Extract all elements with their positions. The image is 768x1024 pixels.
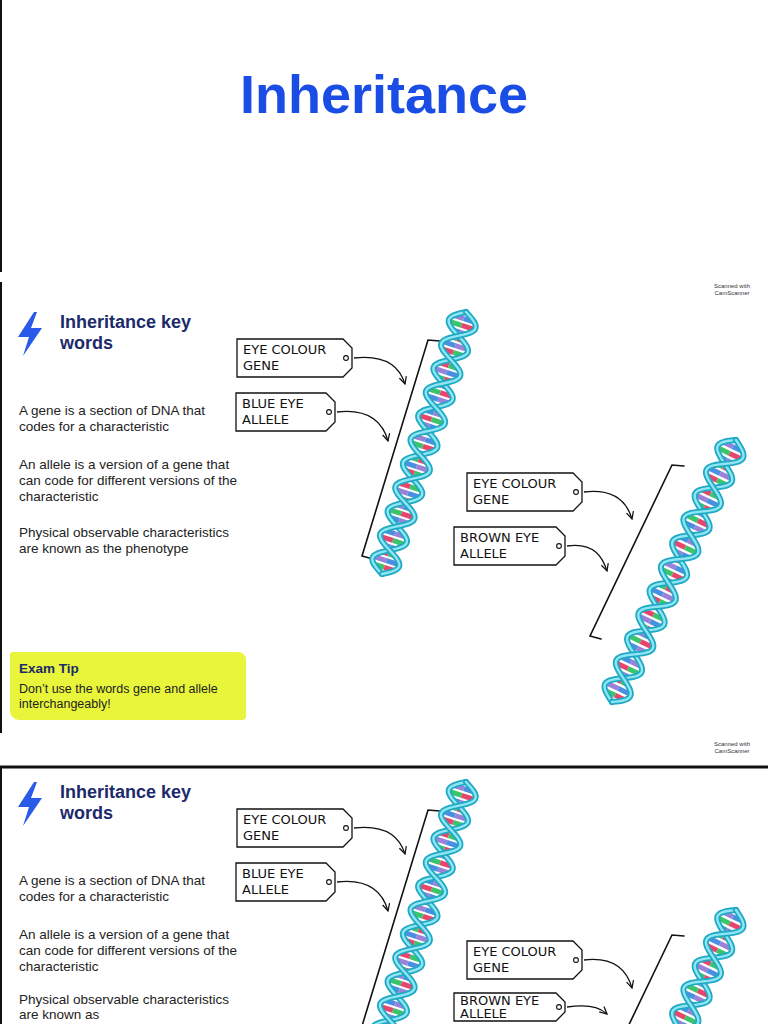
exam-tip-box: Exam TipDon’t use the words gene and all… — [10, 652, 246, 720]
tag-hole — [344, 356, 349, 361]
tag-shape — [237, 809, 352, 847]
leader-arrows — [337, 357, 632, 1014]
leader-arrow — [337, 411, 388, 441]
tip-text: Don’t use the words gene and allele inte… — [19, 682, 237, 712]
tag-hole — [327, 410, 332, 415]
definition-text: An allele is a version of a gene that ca… — [19, 457, 241, 505]
dna-helix — [604, 910, 743, 1024]
slide-heading: Inheritance key words — [60, 782, 220, 824]
definition-text: Physical observable characteristics are … — [19, 525, 241, 557]
definition-text: Physical observable characteristics are … — [19, 992, 241, 1022]
dna-helix — [604, 440, 743, 702]
watermark: Scanned with CamScanner — [704, 741, 760, 755]
label-tag: BLUE EYE ALLELE — [235, 392, 336, 432]
leader-arrow — [584, 959, 632, 988]
tag-hole — [574, 958, 579, 963]
tag-hole — [574, 490, 579, 495]
border-line — [0, 766, 768, 769]
tag-text: BROWN EYE ALLELE — [460, 530, 548, 562]
tag-shape — [237, 339, 352, 377]
dna-helices — [372, 312, 743, 1024]
tag-hole — [557, 544, 562, 549]
label-tag: BLUE EYE ALLELE — [235, 862, 336, 902]
leader-arrow — [354, 357, 405, 384]
lightning-icon — [18, 782, 42, 826]
dna-strand — [380, 782, 476, 1024]
leader-arrow — [337, 881, 388, 911]
tag-text: BLUE EYE ALLELE — [242, 866, 318, 898]
dna-helix — [372, 782, 475, 1024]
leader-arrow — [354, 827, 405, 854]
label-tag: EYE COLOUR GENE — [466, 940, 583, 980]
dna-strand — [380, 782, 476, 1024]
tag-text: EYE COLOUR GENE — [473, 944, 565, 976]
tag-shape — [467, 941, 582, 979]
bracket — [362, 810, 440, 1024]
tag-shape — [236, 863, 335, 901]
definition-text: A gene is a section of DNA that codes fo… — [19, 403, 241, 435]
tag-hole — [344, 826, 349, 831]
tag-text: EYE COLOUR GENE — [243, 342, 335, 374]
tag-text: BROWN EYE ALLELE — [460, 994, 548, 1020]
border-line — [0, 767, 2, 1024]
definition-text: A gene is a section of DNA that codes fo… — [19, 873, 241, 905]
dna-strand — [612, 440, 744, 702]
dna-strand — [612, 440, 744, 702]
tip-heading: Exam Tip — [19, 659, 237, 679]
label-tag: EYE COLOUR GENE — [236, 808, 353, 848]
label-tag: EYE COLOUR GENE — [236, 338, 353, 378]
dna-strand — [604, 440, 736, 702]
dna-strand — [604, 440, 736, 702]
dna-strand — [612, 910, 744, 1024]
label-tag: BROWN EYE ALLELE — [453, 526, 566, 566]
leader-arrow — [567, 545, 607, 571]
label-tag: EYE COLOUR GENE — [466, 472, 583, 512]
watermark: Scanned with CamScanner — [704, 283, 760, 297]
tag-text: EYE COLOUR GENE — [243, 812, 335, 844]
tag-shape — [236, 393, 335, 431]
tag-shape — [454, 993, 565, 1021]
slide-heading: Inheritance key words — [60, 312, 220, 354]
dna-strand — [612, 910, 744, 1024]
tag-text: BLUE EYE ALLELE — [242, 396, 318, 428]
lightning-icon — [18, 312, 42, 356]
tag-hole — [557, 1005, 562, 1010]
page-title: Inheritance — [0, 62, 768, 126]
leader-arrow — [567, 1006, 607, 1014]
tag-shape — [467, 473, 582, 511]
border-line — [0, 0, 2, 272]
tag-shape — [454, 527, 565, 565]
border-line — [0, 282, 2, 733]
tag-hole — [327, 880, 332, 885]
tag-text: EYE COLOUR GENE — [473, 476, 565, 508]
definition-text: An allele is a version of a gene that ca… — [19, 927, 241, 975]
leader-arrow — [584, 491, 632, 519]
label-tag: BROWN EYE ALLELE — [453, 992, 566, 1022]
